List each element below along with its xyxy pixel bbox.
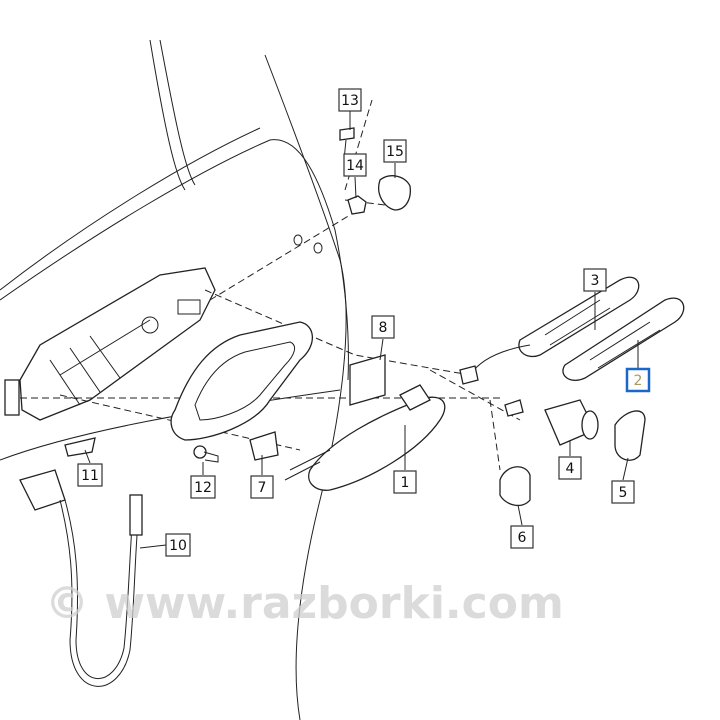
outer-door-handle — [284, 384, 446, 491]
clip-part-7 — [249, 431, 279, 461]
cap-part-15 — [378, 175, 411, 211]
callout-11[interactable]: 11 — [77, 463, 103, 487]
handle-cover-part-2 — [562, 297, 685, 381]
callout-label: 2 — [634, 373, 643, 389]
callout-7[interactable]: 7 — [250, 475, 274, 499]
callout-14[interactable]: 14 — [343, 153, 367, 177]
connector — [459, 365, 479, 385]
callout-15[interactable]: 15 — [383, 139, 407, 163]
callout-label: 8 — [379, 320, 388, 336]
callout-1[interactable]: 1 — [393, 470, 417, 494]
callout-label: 1 — [401, 475, 410, 491]
handle-cover-part-3 — [518, 276, 640, 358]
callout-label: 14 — [346, 158, 364, 174]
callout-label: 7 — [258, 480, 267, 496]
callout-3[interactable]: 3 — [583, 268, 607, 292]
assembly-lines — [20, 99, 521, 471]
callout-6[interactable]: 6 — [510, 525, 534, 549]
callout-13[interactable]: 13 — [338, 88, 362, 112]
callout-2[interactable]: 2 — [625, 367, 651, 393]
callout-label: 13 — [341, 93, 359, 109]
callout-label: 5 — [619, 485, 628, 501]
callout-4[interactable]: 4 — [558, 456, 582, 480]
callout-label: 15 — [386, 144, 404, 160]
callout-10[interactable]: 10 — [165, 533, 191, 557]
callout-label: 12 — [194, 480, 212, 496]
gasket-part-8 — [349, 354, 386, 406]
callout-12[interactable]: 12 — [190, 475, 216, 499]
cable-part-10 — [19, 469, 143, 687]
lock-cylinder-part-4 — [504, 399, 599, 446]
nut-part-14 — [347, 195, 367, 215]
cap-part-6 — [499, 466, 531, 507]
callout-5[interactable]: 5 — [611, 480, 635, 504]
watermark: © www.razborki.com — [45, 578, 564, 629]
clip-part-11 — [64, 437, 96, 457]
callout-label: 4 — [566, 461, 575, 477]
screw-part-13 — [339, 127, 355, 161]
screw-part-12 — [193, 445, 219, 463]
leader-lines — [84, 111, 639, 549]
callout-label: 3 — [591, 273, 600, 289]
callout-label: 6 — [518, 530, 527, 546]
cap-part-5 — [614, 410, 646, 461]
callout-8[interactable]: 8 — [371, 315, 395, 339]
handle-carrier-bracket — [4, 267, 216, 421]
callout-label: 11 — [81, 468, 99, 484]
callout-label: 10 — [169, 538, 187, 554]
door-panel — [0, 39, 349, 720]
handle-escutcheon — [170, 321, 314, 441]
